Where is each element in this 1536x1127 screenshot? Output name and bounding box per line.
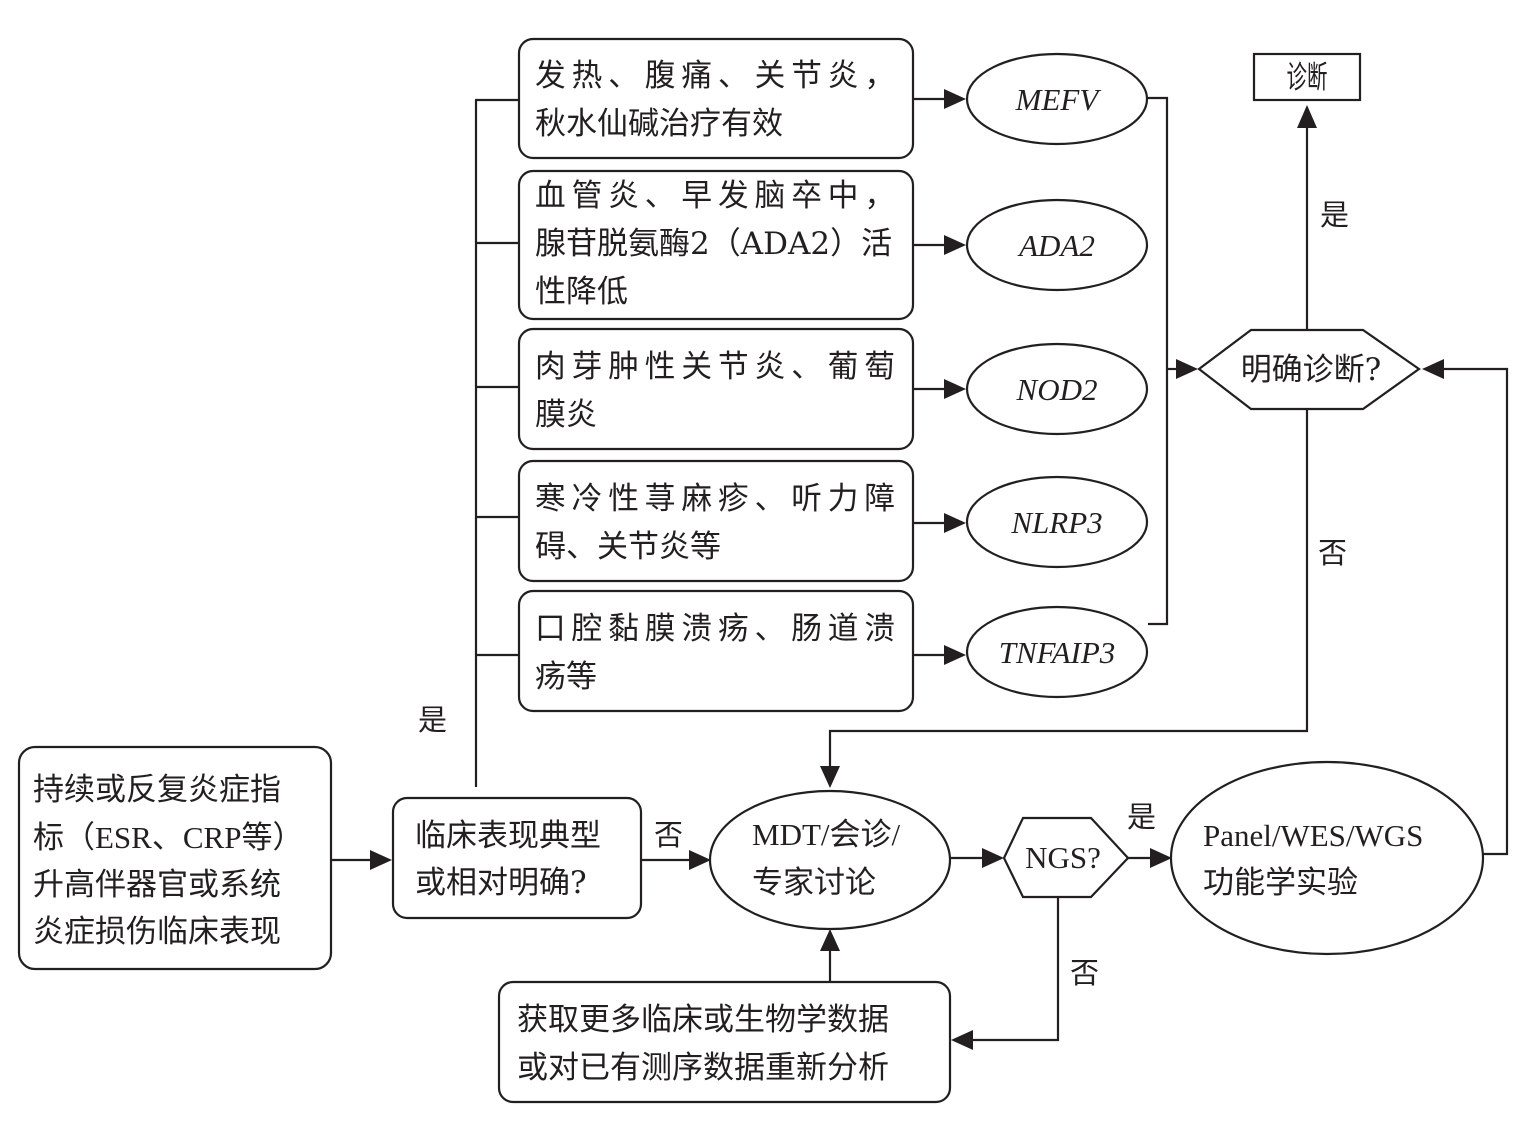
edge-ngs-no (970, 897, 1060, 1042)
phenotype-3-line-1: 肉芽肿性关节炎、葡萄 (535, 349, 901, 385)
phenotype-box-5: 口腔黏膜溃疡、肠道溃 疡等 (517, 589, 915, 713)
edge-pheno-gene-1-arrow (944, 89, 966, 109)
edge-mdt-to-ngs-arrow (982, 848, 1004, 868)
phenotype-4-line-1: 寒冷性荨麻疹、听力障 (535, 481, 901, 517)
phenotype-2-line-1: 血管炎、早发脑卒中， (535, 178, 901, 214)
start-box-line-3: 升高伴器官或系统 (33, 867, 281, 903)
phenotype-3-line-2: 膜炎 (535, 397, 597, 433)
label-diagnosis-yes: 是 (1320, 198, 1349, 232)
edge-collector-to-diagnosis-arrow (1176, 359, 1198, 379)
gene-label-ada2: ADA2 (1017, 228, 1095, 263)
phenotype-5-line-2: 疡等 (535, 659, 597, 695)
phenotype-2-line-3: 性降低 (535, 274, 628, 310)
label-ngs-yes: 是 (1127, 800, 1156, 834)
edge-moredata-to-mdt-arrow (820, 929, 840, 951)
typical-decision-line-2: 或相对明确? (415, 865, 587, 901)
label-typical-no: 否 (654, 818, 683, 852)
label-diagnosis-no: 否 (1318, 536, 1347, 570)
ngs-decision: NGS? (1002, 816, 1130, 899)
more-data-line-1: 获取更多临床或生物学数据 (517, 1002, 889, 1038)
connectors (331, 89, 1509, 1050)
phenotype-5-line-1: 口腔黏膜溃疡、肠道溃 (535, 611, 901, 647)
phenotype-box-1: 发热、腹痛、关节炎， 秋水仙碱治疗有效 (517, 37, 915, 160)
edge-start-to-typical-arrow (370, 850, 392, 870)
more-data-line-2: 或对已有测序数据重新分析 (517, 1050, 889, 1086)
gene-node-ada2: ADA2 (965, 198, 1149, 292)
sequencing-node-line-2: 功能学实验 (1203, 865, 1358, 901)
phenotype-box-4: 寒冷性荨麻疹、听力障 碍、关节炎等 (517, 459, 915, 583)
label-ngs-no: 否 (1070, 956, 1099, 990)
edge-typical-no-arrow (689, 850, 711, 870)
edge-ngs-no-arrow (951, 1030, 973, 1050)
phenotype-box-3: 肉芽肿性关节炎、葡萄 膜炎 (517, 327, 915, 451)
gene-node-nlrp3: NLRP3 (965, 475, 1149, 569)
start-box-line-2: 标（ESR、CRP等） (33, 820, 303, 855)
edge-diagnosis-no-arrow (820, 766, 840, 788)
phenotype-box-2: 血管炎、早发脑卒中， 腺苷脱氨酶2（ADA2）活 性降低 (517, 169, 915, 321)
mdt-node-line-1: MDT/会诊/ (752, 817, 900, 852)
start-box-line-4: 炎症损伤临床表现 (33, 914, 281, 950)
edge-pheno-gene-4-arrow (944, 513, 966, 533)
typical-decision-box: 临床表现典型 或相对明确? (391, 796, 643, 920)
edge-sequencing-to-diagnosis-arrow (1422, 359, 1444, 379)
diagnosis-box-label: 诊断 (1287, 60, 1328, 96)
gene-label-tnfaip3: TNFAIP3 (999, 635, 1116, 670)
edge-pheno-gene-2-arrow (944, 235, 966, 255)
phenotype-1-line-1: 发热、腹痛、关节炎， (535, 58, 901, 94)
start-box-line-1: 持续或反复炎症指 (33, 772, 281, 808)
phenotype-4-line-2: 碍、关节炎等 (535, 529, 721, 565)
edge-diagnosis-no (828, 409, 1309, 770)
mdt-node-line-2: 专家讨论 (752, 865, 876, 901)
phenotype-2-line-2: 腺苷脱氨酶2（ADA2）活 (535, 226, 892, 262)
gene-node-tnfaip3: TNFAIP3 (965, 605, 1149, 699)
gene-label-nod2: NOD2 (1016, 372, 1098, 407)
start-box: 持续或反复炎症指 标（ESR、CRP等） 升高伴器官或系统 炎症损伤临床表现 (17, 745, 333, 971)
mdt-node: MDT/会诊/ 专家讨论 (708, 789, 952, 931)
more-data-box: 获取更多临床或生物学数据 或对已有测序数据重新分析 (497, 980, 952, 1104)
diagnosis-decision-label: 明确诊断? (1241, 352, 1382, 388)
gene-node-nod2: NOD2 (965, 342, 1149, 436)
diagnosis-decision: 明确诊断? (1197, 328, 1421, 411)
edge-pheno-gene-5-arrow (944, 645, 966, 665)
label-typical-yes: 是 (418, 703, 447, 737)
sequencing-node: Panel/WES/WGS 功能学实验 (1169, 760, 1485, 956)
ngs-decision-label: NGS? (1025, 840, 1101, 875)
edge-diagnosis-yes-arrow (1297, 105, 1317, 128)
diagnosis-box: 诊断 (1252, 52, 1362, 102)
phenotype-1-line-2: 秋水仙碱治疗有效 (535, 106, 783, 142)
typical-decision-line-1: 临床表现典型 (415, 818, 601, 854)
edge-sequencing-to-diagnosis (1442, 367, 1509, 856)
gene-node-mefv: MEFV (965, 52, 1149, 146)
sequencing-node-line-1: Panel/WES/WGS (1203, 818, 1423, 853)
edge-ngs-yes-arrow (1150, 848, 1172, 868)
gene-label-nlrp3: NLRP3 (1010, 505, 1102, 540)
gene-label-mefv: MEFV (1015, 82, 1102, 117)
edge-gene-collector (1148, 96, 1169, 626)
edge-pheno-gene-3-arrow (944, 379, 966, 399)
